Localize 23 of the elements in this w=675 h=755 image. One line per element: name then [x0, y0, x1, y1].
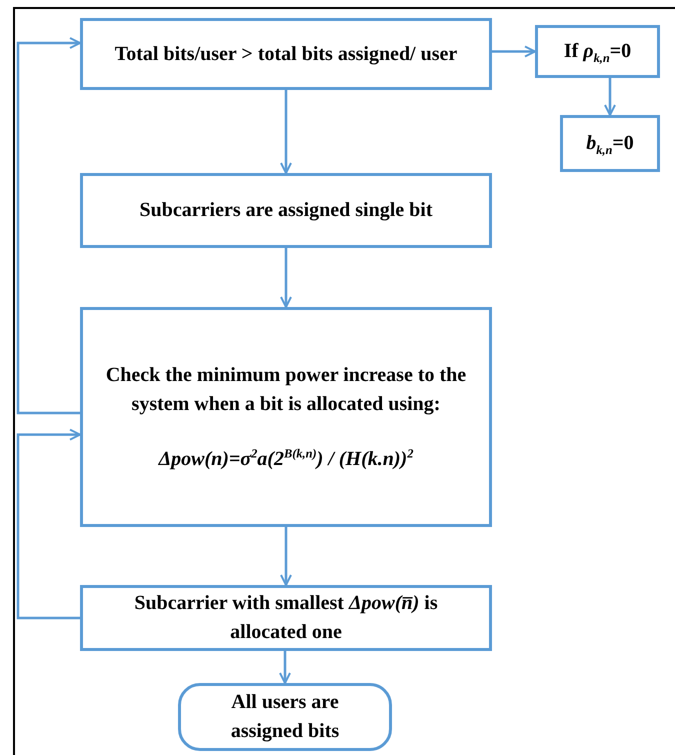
box-text: All users are assigned bits	[230, 690, 340, 744]
condition-box	[535, 25, 660, 78]
box-text: Total bits/user > total bits assigned/ user	[114, 42, 458, 66]
process-box	[80, 173, 492, 248]
box-text: Subcarriers are assigned single bit	[140, 198, 432, 223]
arrow	[280, 248, 292, 308]
arrow	[280, 90, 292, 174]
arrow	[604, 78, 616, 116]
terminal-box	[178, 683, 392, 751]
box-text: If ρ$_{k,n}$=0	[564, 39, 632, 66]
formula: Δpow(n)=σ$^{2}$a(2$^{B(k,n)}$) / (H(k.n))$^{2}$	[158, 444, 414, 472]
process-box	[80, 307, 492, 527]
process-box	[80, 585, 492, 651]
process-box	[80, 18, 492, 90]
box-text: Subcarrier with smallest Δpow(n̅) is allocated one	[133, 591, 439, 645]
box-text: b$_{k,n}$=0	[586, 131, 634, 158]
arrow	[492, 46, 536, 58]
arrow	[16, 428, 81, 620]
arrow	[279, 651, 291, 684]
result-box	[560, 115, 660, 172]
arrow	[16, 37, 81, 414]
box-text: Check the minimum power increase to the system when a bit is allocated using:	[104, 362, 468, 416]
arrow	[280, 527, 292, 586]
